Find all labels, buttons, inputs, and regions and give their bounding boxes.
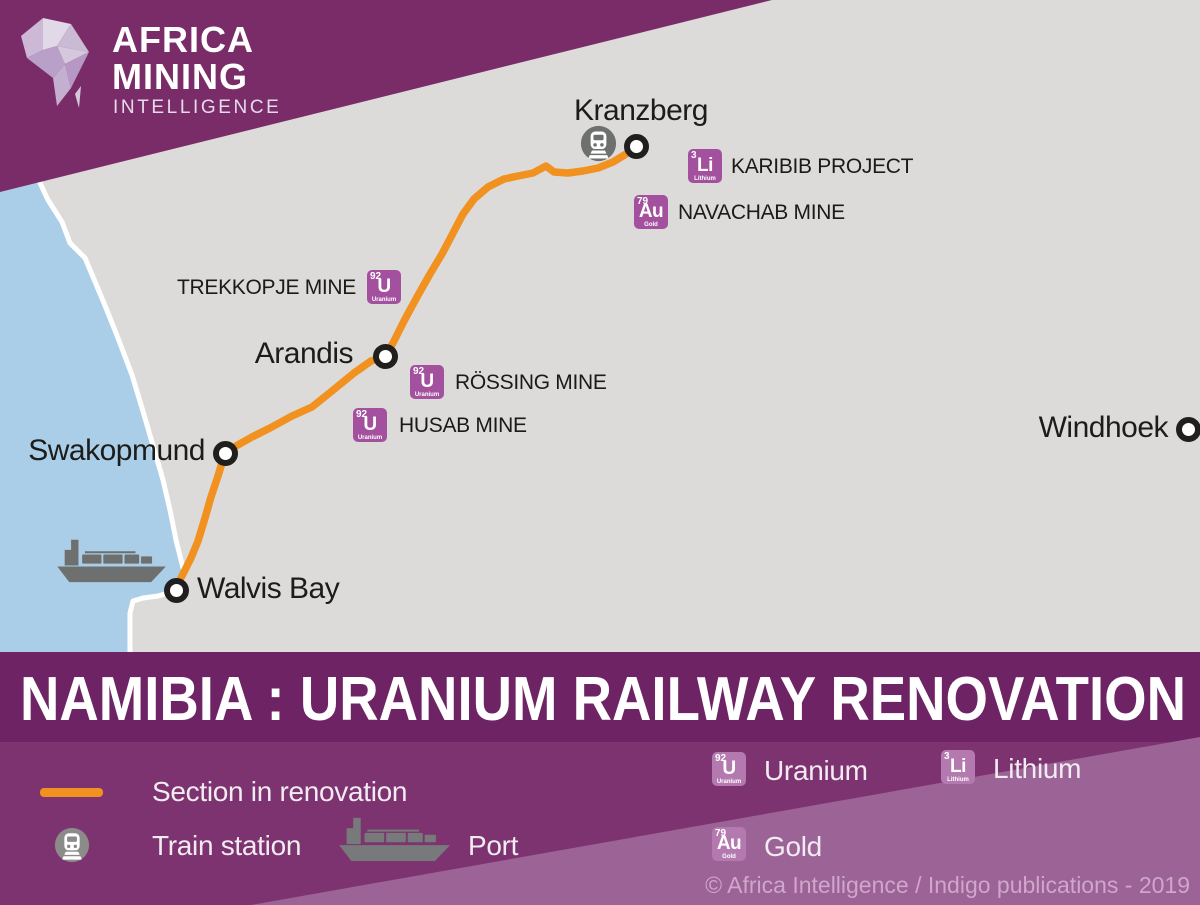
port-ship-icon (57, 539, 166, 583)
page-title: NAMIBIA : URANIUM RAILWAY RENOVATION (20, 665, 1186, 734)
element-number: 92 (715, 753, 727, 764)
legend-label-train-station: Train station (152, 830, 302, 861)
element-name: Gold (722, 854, 736, 860)
copyright-text: © Africa Intelligence / Indigo publicati… (705, 872, 1190, 898)
uranium-badge-husab: 92 U Uranium (353, 408, 387, 442)
title-band (0, 652, 1200, 742)
port-legend-icon (339, 817, 451, 862)
element-name: Uranium (414, 392, 440, 398)
gold-badge-navachab: 79 Au Gold (634, 195, 668, 229)
city-label-windhoek: Windhoek (1038, 411, 1169, 444)
site-label-karibib: KARIBIB PROJECT (731, 155, 914, 178)
site-label-rossing: RÖSSING MINE (455, 371, 607, 394)
element-name: Lithium (694, 176, 716, 182)
logo-text-mining: MINING (112, 56, 248, 97)
element-symbol: Li (697, 155, 713, 176)
train-station-icon (580, 125, 617, 162)
site-label-navachab: NAVACHAB MINE (678, 201, 845, 224)
legend-label-port: Port (468, 830, 519, 861)
city-label-arandis: Arandis (254, 337, 354, 370)
element-symbol: U (363, 414, 377, 435)
site-label-trekkopje: TREKKOPJE MINE (177, 276, 356, 299)
kranzberg-marker (624, 134, 649, 159)
logo-text-intelligence: INTELLIGENCE (113, 97, 282, 118)
legend-label-uranium: Uranium (764, 755, 868, 786)
legend-label-section: Section in renovation (152, 776, 408, 807)
site-label-husab: HUSAB MINE (399, 414, 527, 437)
lithium-badge-karibib: 3 Li Lithium (688, 149, 722, 183)
arandis-marker (373, 344, 398, 369)
element-symbol: Au (716, 833, 742, 854)
city-label-kranzberg: Kranzberg (574, 94, 708, 127)
element-symbol: U (420, 371, 434, 392)
lithium-legend-badge: 3 Li Lithium (941, 750, 975, 784)
element-symbol: U (722, 758, 736, 779)
element-number: 3 (944, 751, 950, 762)
element-name: Gold (644, 222, 658, 228)
legend-label-gold: Gold (764, 831, 822, 862)
logo-text-africa: AFRICA (112, 19, 254, 60)
element-name: Uranium (371, 297, 397, 303)
swakopmund-marker (213, 441, 238, 466)
element-number: 92 (356, 409, 368, 420)
coastline (30, 165, 187, 660)
railway-line (172, 143, 641, 592)
element-symbol: Au (638, 201, 664, 222)
element-name: Lithium (947, 777, 969, 783)
element-name: Uranium (357, 435, 383, 441)
element-symbol: U (377, 276, 391, 297)
city-label-walvis-bay: Walvis Bay (197, 572, 340, 605)
element-symbol: Li (950, 756, 966, 777)
element-name: Uranium (716, 779, 742, 785)
uranium-badge-trekkopje: 92 U Uranium (367, 270, 401, 304)
train-station-legend-icon (54, 827, 90, 863)
africa-logo-icon (21, 18, 89, 108)
gold-legend-badge: 79 Au Gold (712, 827, 746, 861)
element-number: 79 (637, 196, 649, 207)
city-label-swakopmund: Swakopmund (28, 434, 205, 467)
element-number: 3 (691, 150, 697, 161)
element-number: 79 (715, 828, 727, 839)
railway-line-swatch (40, 788, 103, 797)
ocean-area (0, 168, 184, 660)
windhoek-marker (1176, 417, 1200, 442)
uranium-badge-rossing: 92 U Uranium (410, 365, 444, 399)
element-number: 92 (413, 366, 425, 377)
walvis-bay-marker (164, 578, 189, 603)
legend-label-lithium: Lithium (993, 753, 1082, 784)
element-number: 92 (370, 271, 382, 282)
uranium-legend-badge: 92 U Uranium (712, 752, 746, 786)
